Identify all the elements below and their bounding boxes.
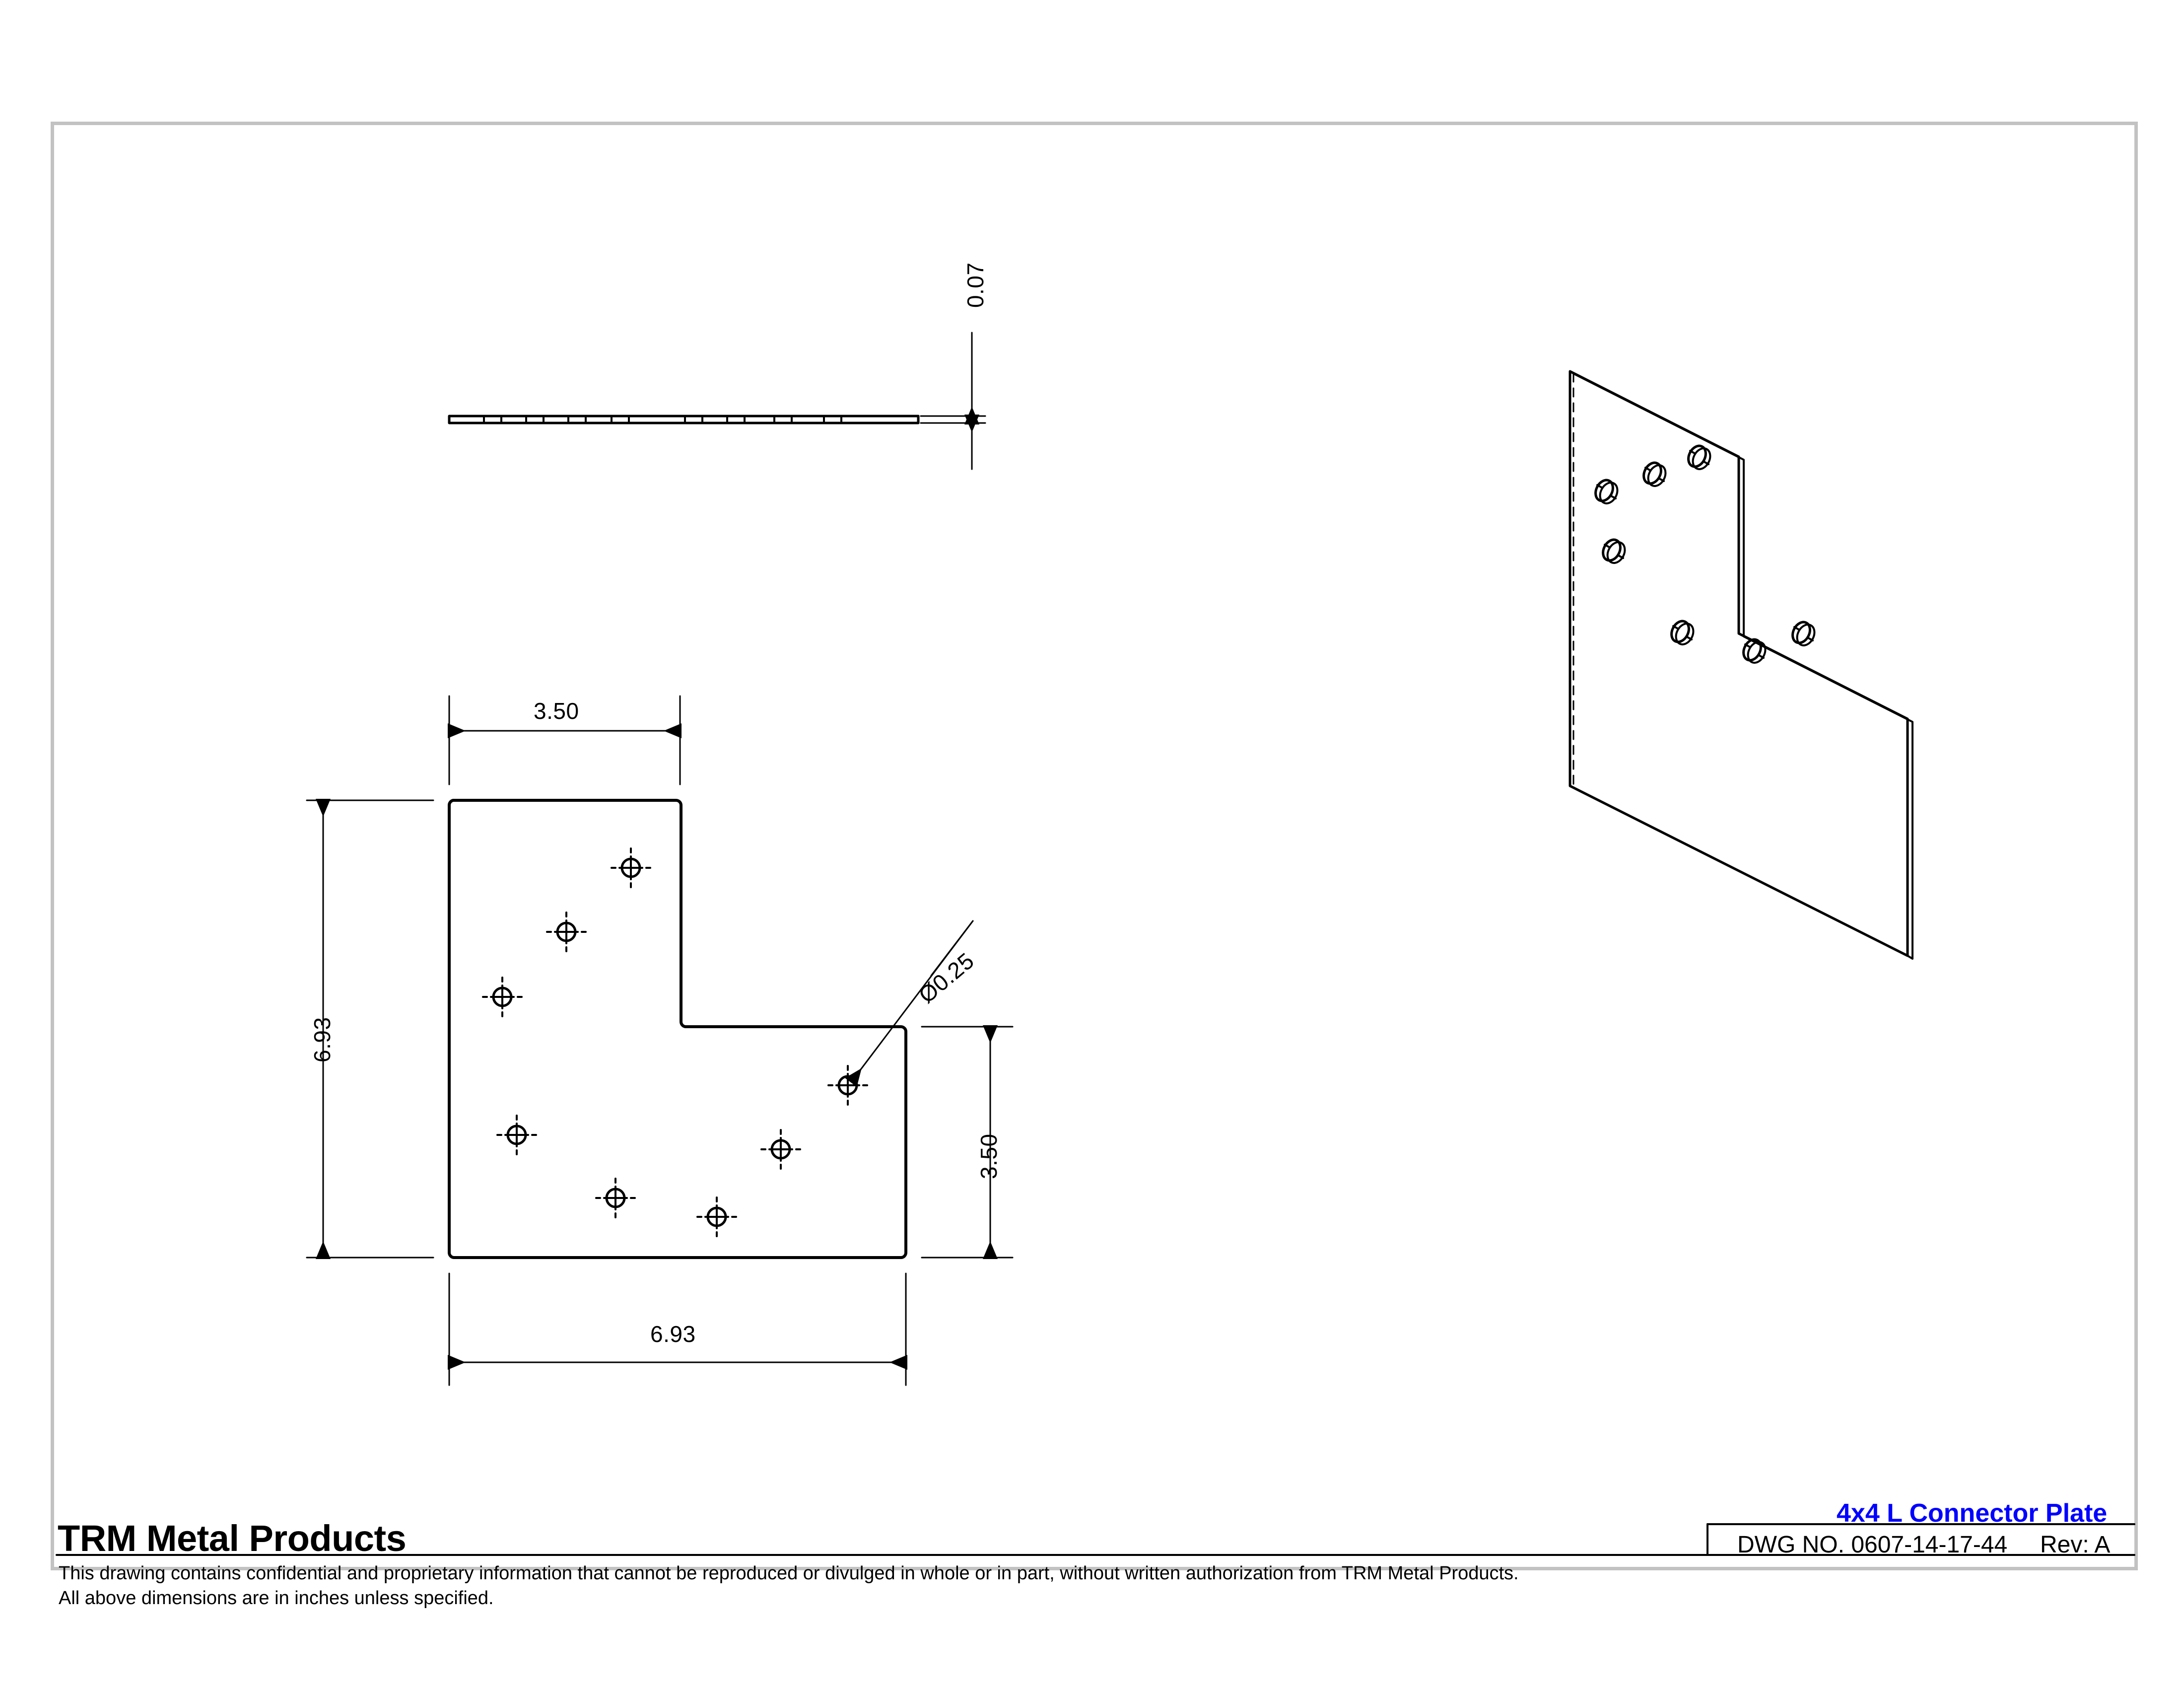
- dim-text-thickness: 0.07: [962, 262, 988, 308]
- drawing-number: DWG NO. 0607-14-17-44: [1737, 1532, 2008, 1558]
- dim-text-right-height: 3.50: [976, 1133, 1002, 1179]
- revision-label: Rev: A: [2040, 1532, 2111, 1558]
- dim-text-top-width: 3.50: [534, 698, 579, 724]
- units-note: All above dimensions are in inches unles…: [59, 1588, 494, 1609]
- dim-text-left-height: 6.93: [309, 1017, 335, 1062]
- confidentiality-notice: This drawing contains confidential and p…: [59, 1563, 1519, 1584]
- part-title: 4x4 L Connector Plate: [1837, 1499, 2108, 1528]
- drawing-border-frame: [51, 122, 2138, 1570]
- company-name: TRM Metal Products: [58, 1518, 407, 1559]
- dim-text-bottom-width: 6.93: [650, 1321, 696, 1347]
